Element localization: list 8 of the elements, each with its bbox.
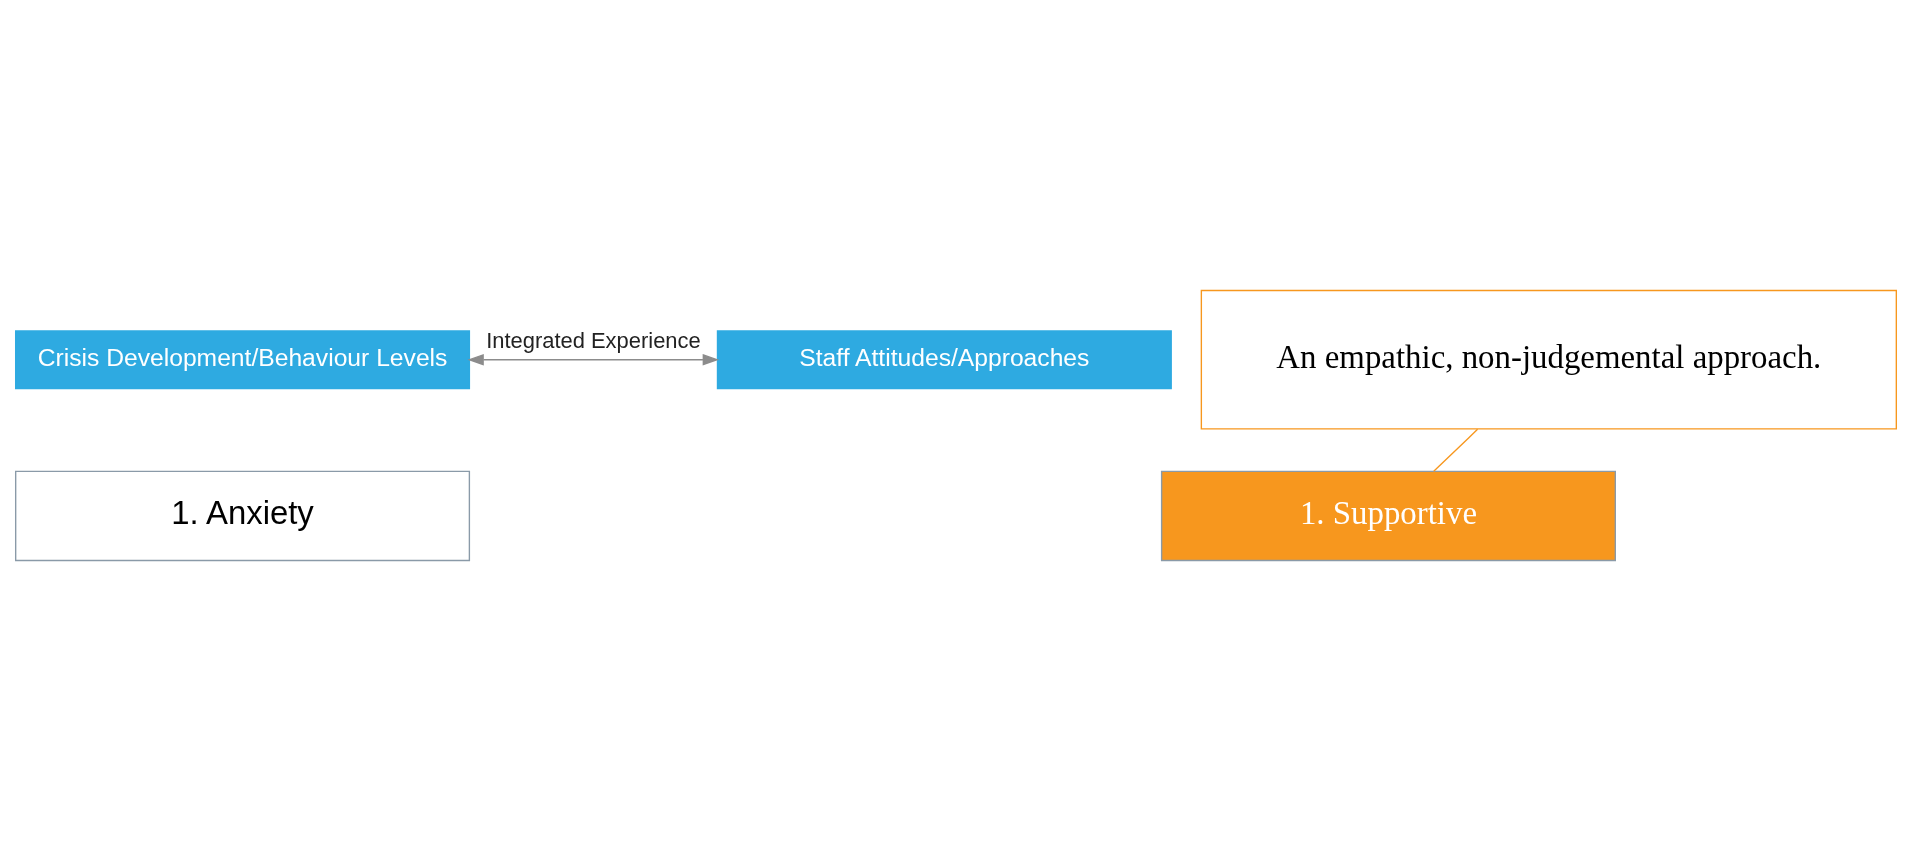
node-box: 1. Anxiety xyxy=(15,470,471,561)
edge-label: Integrated Experience xyxy=(486,327,701,353)
node-box: 1. Supportive xyxy=(1160,470,1616,561)
node-box: Staff Attitudes/Approaches xyxy=(716,329,1172,389)
node-box: An empathic, non-judgemental approach. xyxy=(1200,289,1897,430)
node-box: Crisis Development/Behaviour Levels xyxy=(15,329,471,389)
arrow xyxy=(467,353,720,365)
connector xyxy=(1433,428,1479,472)
